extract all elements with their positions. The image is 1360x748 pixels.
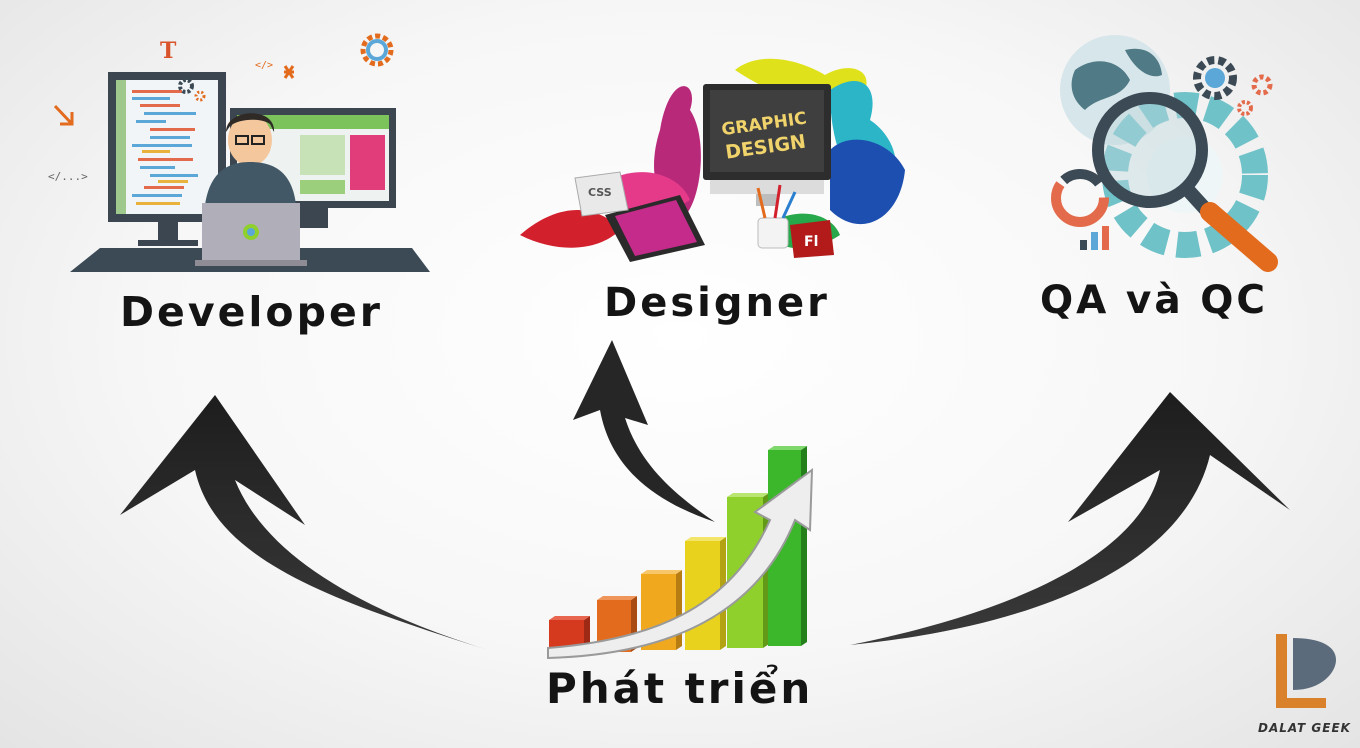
small-gear-icon <box>178 78 206 102</box>
gear-icon <box>360 33 394 67</box>
brand-name: DALAT GEEK <box>1258 721 1351 735</box>
type-tool-icon: T <box>160 38 177 64</box>
growth-arrow <box>547 467 814 660</box>
growth-label: Phát triển <box>546 664 814 713</box>
code-snippet-icon: </...> <box>48 170 88 183</box>
designer-label: Designer <box>604 280 830 326</box>
flash-tag-icon: Fl <box>804 234 818 250</box>
asterisk-icon <box>283 65 295 79</box>
cursor-arrow-icon <box>53 104 74 126</box>
developer-label: Developer <box>120 288 383 336</box>
code-tag-icon: </> <box>255 60 273 71</box>
qa-qc-label: QA và QC <box>1040 278 1269 323</box>
css-tag-icon: CSS <box>588 186 612 199</box>
